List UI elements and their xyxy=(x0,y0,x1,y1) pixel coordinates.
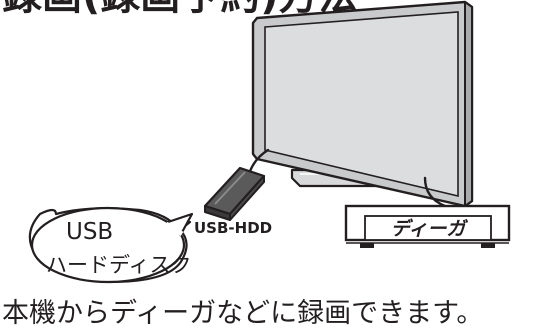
tv-illustration xyxy=(251,0,474,208)
bubble-line-1: USB xyxy=(66,219,113,245)
heading-text: 録画(録画予約)方法 xyxy=(2,0,359,19)
speech-bubble xyxy=(28,206,194,284)
bubble-line-2: ハードディスク xyxy=(46,253,192,277)
device-label: ディーガ xyxy=(391,218,469,240)
hdd-label: USB-HDD xyxy=(194,219,272,237)
heading: 録画(録画予約)方法 xyxy=(2,0,359,19)
usb-hdd-illustration xyxy=(203,166,266,221)
recorder-illustration xyxy=(344,204,511,248)
caption: 本機からディーガなどに録画できます。 xyxy=(2,298,483,329)
tv-screen xyxy=(264,11,459,198)
recorder-cable xyxy=(423,176,447,208)
recorder-label-box xyxy=(364,215,492,241)
